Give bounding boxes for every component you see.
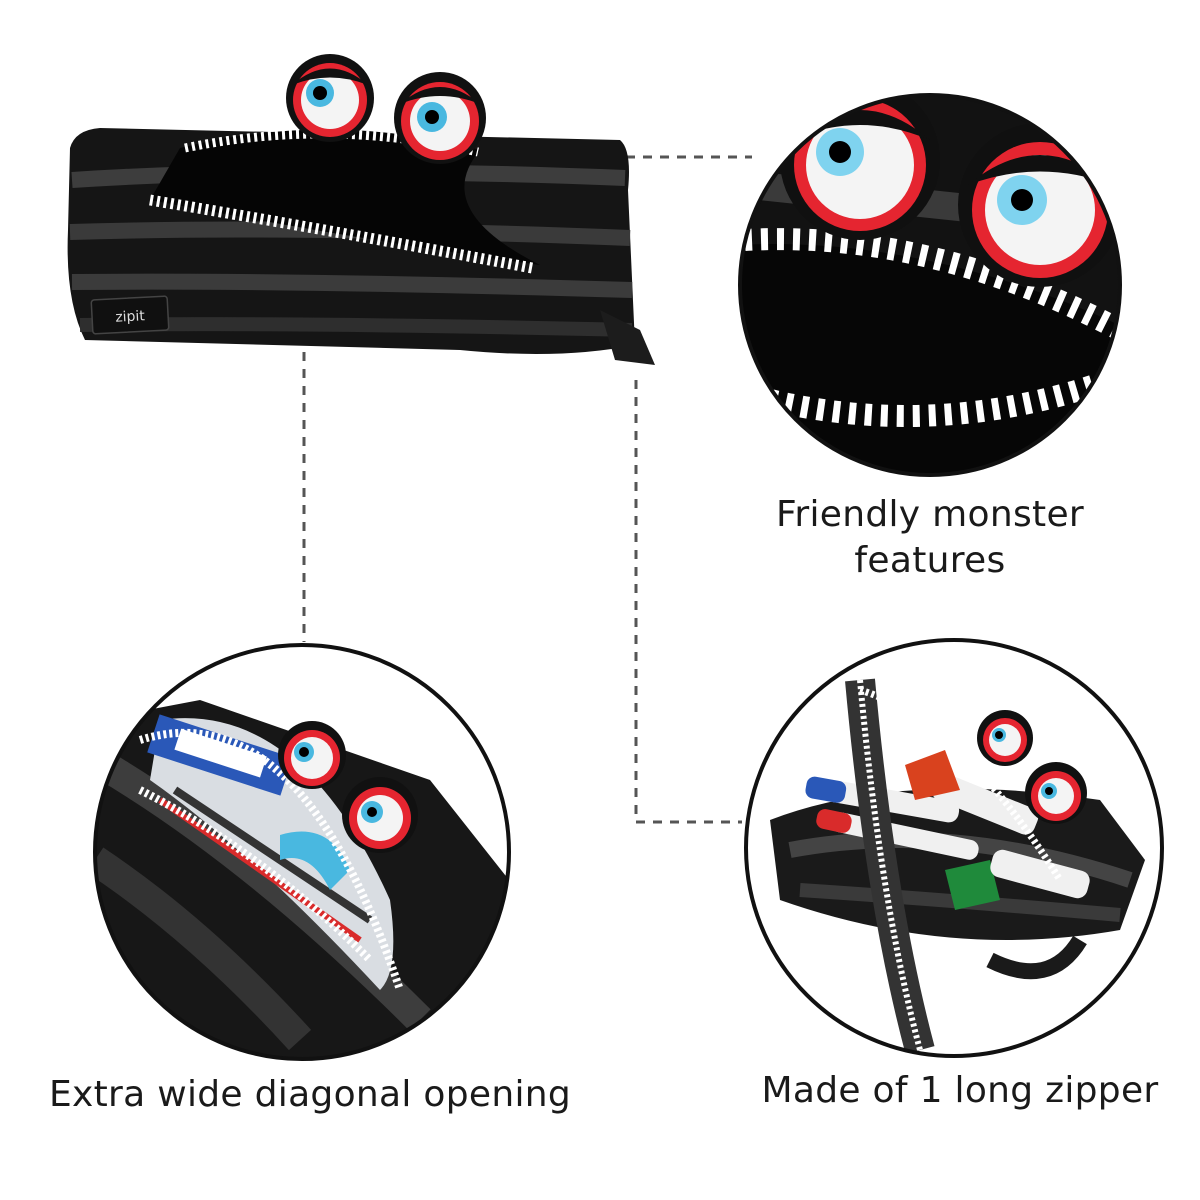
left-eye-zipper xyxy=(977,710,1033,766)
svg-text:zipit: zipit xyxy=(115,308,146,326)
caption-extra-wide-opening: Extra wide diagonal opening xyxy=(48,1074,572,1115)
right-eye-opening xyxy=(342,777,418,853)
right-eye xyxy=(394,72,486,164)
brand-tag xyxy=(90,295,170,335)
connector-lines xyxy=(302,155,752,824)
lower-teeth xyxy=(149,194,534,274)
right-eye-closeup xyxy=(958,123,1120,287)
left-eye-closeup xyxy=(780,95,940,240)
caption-long-zipper: Made of 1 long zipper xyxy=(761,1070,1159,1111)
long-zipper-closeup xyxy=(744,638,1164,1058)
connector-to-zipper xyxy=(634,380,742,824)
right-eye-zipper xyxy=(1025,762,1087,824)
left-eye xyxy=(286,54,374,142)
left-eye-opening xyxy=(278,721,346,789)
monster-features-closeup xyxy=(738,93,1122,477)
diagonal-opening-closeup xyxy=(93,643,511,1061)
caption-friendly-monster-features: Friendly monster features xyxy=(776,494,1084,581)
main-pouch-image: zipit xyxy=(67,54,655,365)
